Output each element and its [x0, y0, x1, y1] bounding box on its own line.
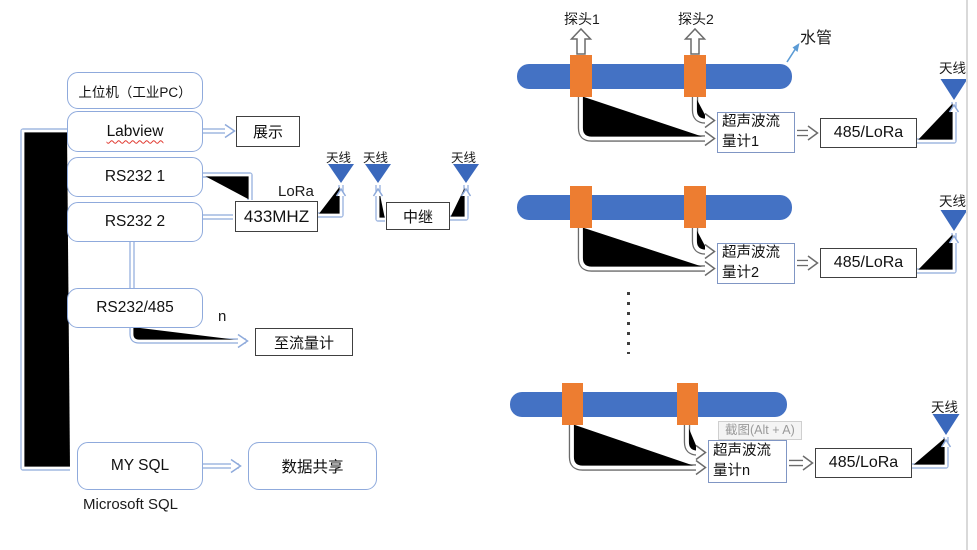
antenna-label-row1: 天线 [939, 61, 966, 76]
probe2-to-flowmeter-n-tube [683, 424, 707, 461]
rs232-1-to-433mhz-connector [203, 172, 253, 200]
display-box: 展示 [236, 116, 300, 147]
antenna-label-1: 天线 [326, 151, 352, 165]
probe1-row2 [570, 186, 592, 228]
radio-box-row2: 485/LoRa [820, 248, 917, 278]
radio2-to-antenna-wire [917, 233, 960, 274]
data-share-box: 数据共享 [248, 442, 377, 490]
antenna-icon-2 [365, 164, 391, 183]
water-pipe-row3 [510, 392, 787, 417]
flowmeter-label-row2: 超声波流量计2 [722, 244, 780, 281]
rs232-2-box: RS232 2 [67, 202, 203, 242]
probe2-up-arrow-icon [683, 27, 707, 55]
page-edge-divider [966, 0, 968, 550]
rs232-1-box: RS232 1 [67, 157, 203, 197]
antenna-icon-1 [328, 164, 354, 183]
probe2-row1 [684, 55, 706, 97]
flowmeter2-to-radio2-arrow [797, 255, 819, 271]
probe2-to-flowmeter2-tube [691, 227, 716, 260]
probe1-up-arrow-icon [569, 27, 593, 55]
water-pipe-row2 [517, 195, 792, 220]
rs232-485-box: RS232/485 [67, 288, 203, 328]
probe1-row1 [570, 55, 592, 97]
flowmeter-label-row3: 超声波流量计n [713, 442, 771, 479]
probe1-to-flowmeter-n-tube [568, 424, 707, 476]
probe1-row3 [562, 383, 583, 425]
flowmeter1-to-radio1-arrow [797, 125, 819, 141]
labview-box: Labview [67, 111, 203, 152]
microsoft-sql-label: Microsoft SQL [83, 496, 179, 513]
probe1-to-flowmeter1-tube [577, 96, 716, 147]
antenna2-to-relay-connector [372, 185, 385, 222]
radio1-to-antenna-wire [917, 102, 960, 144]
to-flowmeter-box: 至流量计 [255, 328, 353, 356]
radio3-to-antenna-wire [912, 437, 952, 469]
flowmeter-box-row3: 超声波流量计n [708, 440, 787, 483]
ellipsis-dots [627, 292, 630, 354]
antenna-icon-row2 [940, 210, 968, 231]
labview-label: Labview [106, 122, 164, 140]
meter-count-label: n [218, 308, 227, 325]
flowmeter-box-row2: 超声波流量计2 [717, 243, 795, 284]
probe2-row3 [677, 383, 698, 425]
probe2-row2 [684, 186, 706, 228]
flowmeter-box-row1: 超声波流量计1 [717, 112, 795, 153]
pipe-label-pointer [786, 43, 800, 63]
labview-to-display-arrow [203, 123, 236, 139]
radio-box-row3: 485/LoRa [815, 448, 912, 478]
screenshot-tooltip: 截图(Alt + A) [718, 421, 802, 440]
mysql-box: MY SQL [77, 442, 203, 490]
flowmeter-n-to-radio3-arrow [789, 455, 814, 471]
antenna-label-2: 天线 [363, 151, 389, 165]
flowmeter-label-row1: 超声波流量计1 [722, 113, 780, 150]
antenna-icon-row3 [932, 414, 960, 435]
433mhz-to-antenna1-connector [318, 185, 347, 218]
antenna-icon-row1 [940, 79, 968, 100]
probe2-label: 探头2 [678, 11, 714, 27]
pipe-label: 水管 [800, 30, 833, 47]
rs232-485-to-flowmeter-arrow [129, 327, 249, 349]
probe1-label: 探头1 [564, 11, 600, 27]
lora-label: LoRa [278, 183, 314, 200]
mysql-to-datashare-arrow [203, 458, 242, 474]
antenna-label-3: 天线 [451, 151, 477, 165]
probe1-to-flowmeter2-tube [577, 227, 716, 277]
probe2-to-flowmeter1-tube [691, 96, 716, 129]
host-pc-box: 上位机（工业PC） [67, 72, 203, 109]
radio-433mhz-box: 433MHZ [235, 201, 318, 232]
water-pipe-row1 [517, 64, 792, 89]
relay-to-antenna3-connector [450, 185, 472, 221]
antenna-icon-3 [453, 164, 479, 183]
labview-to-mysql-connector [20, 128, 70, 471]
antenna-label-row2: 天线 [939, 194, 966, 209]
relay-box: 中继 [386, 202, 450, 230]
antenna-label-row3: 天线 [931, 400, 958, 415]
radio-box-row1: 485/LoRa [820, 118, 917, 148]
